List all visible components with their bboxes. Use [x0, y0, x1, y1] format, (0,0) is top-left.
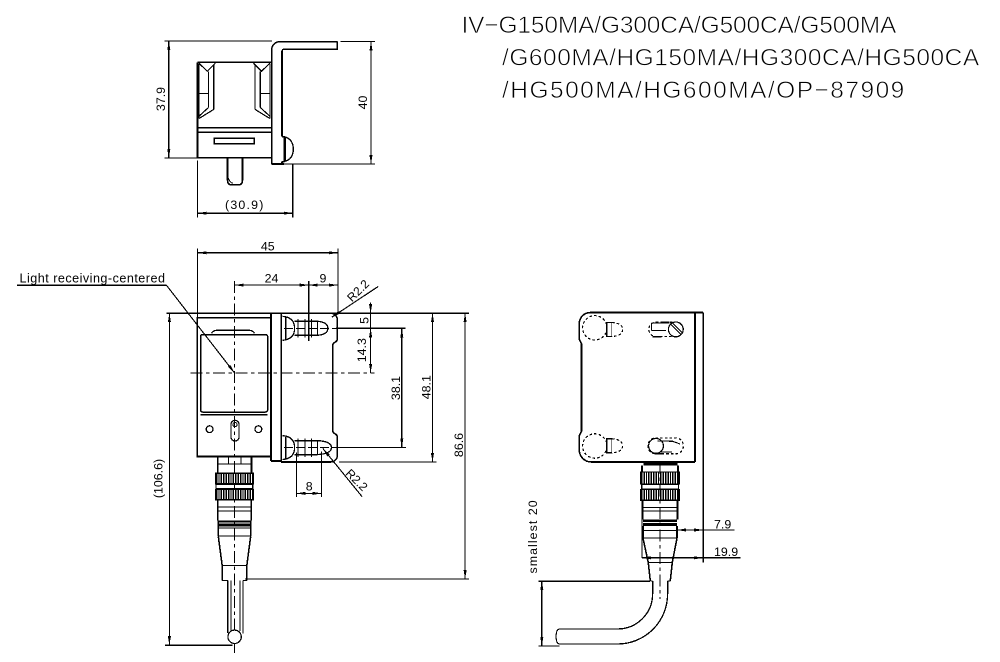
- svg-text:Light receiving-centered: Light receiving-centered: [20, 271, 166, 285]
- svg-text:/G600MA/HG150MA/HG300CA/HG500C: /G600MA/HG150MA/HG300CA/HG500CA: [502, 45, 980, 72]
- svg-text:14.3: 14.3: [355, 338, 369, 362]
- svg-text:8: 8: [306, 480, 313, 494]
- svg-text:(30.9): (30.9): [225, 198, 265, 212]
- svg-text:5: 5: [357, 317, 371, 324]
- svg-text:19.9: 19.9: [714, 545, 738, 559]
- svg-text:24: 24: [265, 272, 279, 286]
- svg-text:48.1: 48.1: [420, 375, 434, 399]
- svg-text:smallest 20: smallest 20: [526, 499, 540, 573]
- svg-text:40: 40: [356, 96, 370, 110]
- svg-text:45: 45: [261, 239, 275, 253]
- svg-text:9: 9: [319, 272, 326, 286]
- svg-text:38.1: 38.1: [389, 376, 403, 400]
- svg-text:37.9: 37.9: [154, 87, 168, 111]
- svg-text:IV−G150MA/G300CA/G500CA/G500MA: IV−G150MA/G300CA/G500CA/G500MA: [462, 12, 897, 39]
- svg-text:7.9: 7.9: [714, 517, 731, 531]
- svg-text:/HG500MA/HG600MA/OP−87909: /HG500MA/HG600MA/OP−87909: [502, 77, 906, 104]
- svg-text:(106.6): (106.6): [152, 459, 166, 498]
- svg-text:86.6: 86.6: [452, 433, 466, 457]
